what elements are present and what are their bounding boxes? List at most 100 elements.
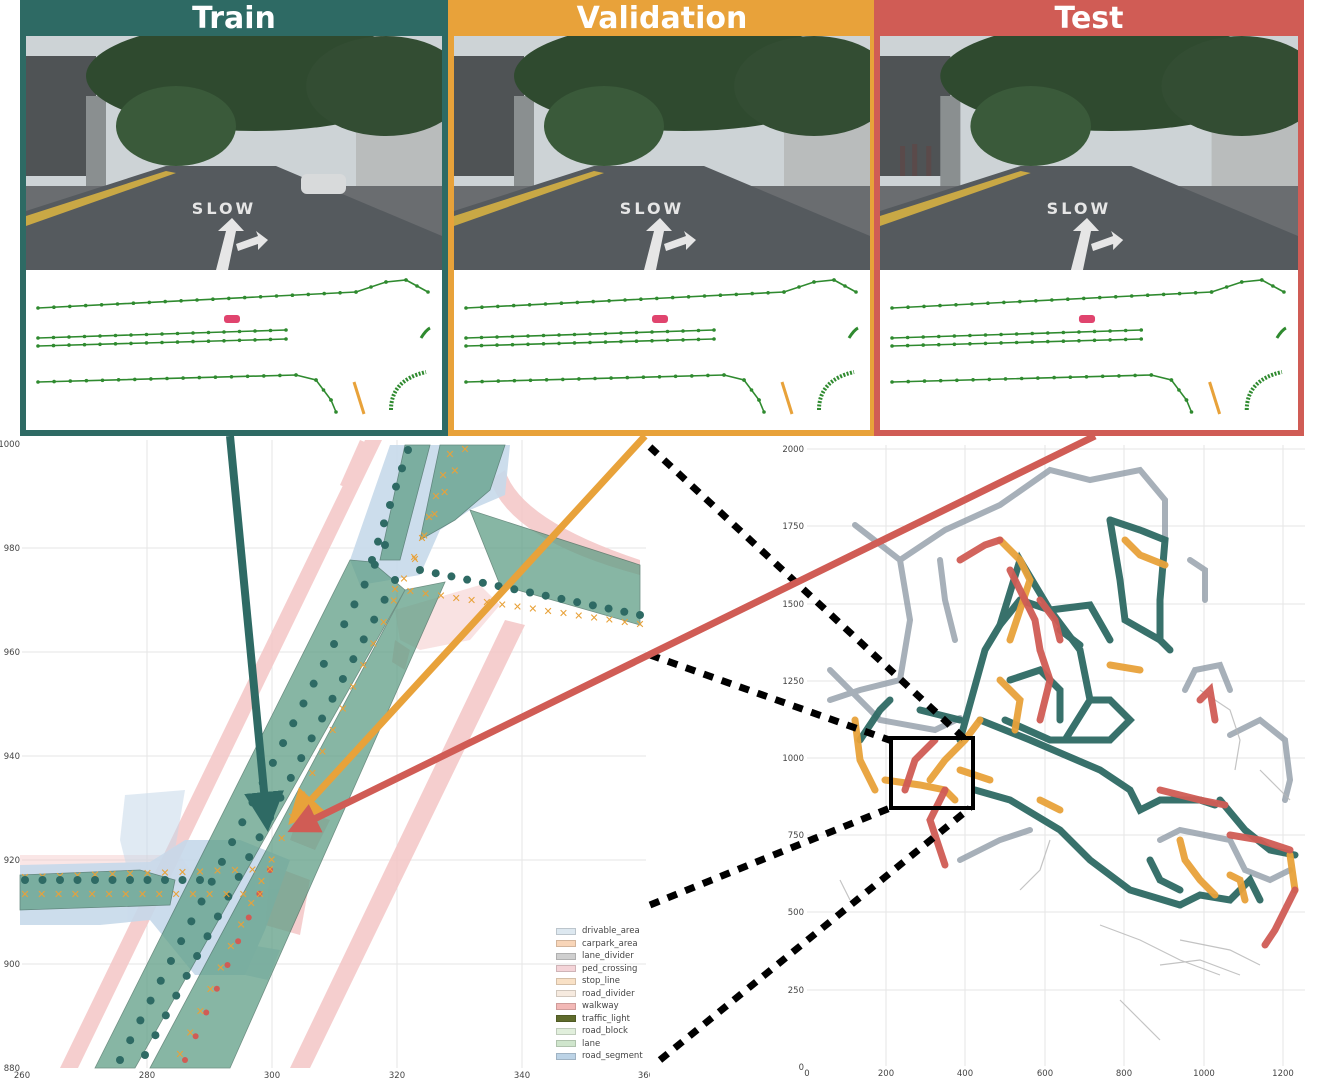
train-point — [416, 566, 424, 574]
train-point — [330, 640, 339, 649]
x-tick-label: 320 — [389, 1071, 405, 1078]
legend-swatch — [556, 1027, 576, 1035]
legend-item: road_divider — [556, 988, 646, 1001]
train-point — [328, 694, 337, 703]
val-point: ✕ — [460, 443, 469, 456]
train-point — [228, 838, 237, 847]
y-tick-label: 750 — [788, 831, 804, 841]
train-point — [279, 739, 288, 748]
train-point — [217, 857, 226, 866]
train-point — [126, 1036, 135, 1045]
legend-label: road_segment — [582, 1051, 643, 1062]
train-point — [141, 1051, 149, 1059]
train-point — [172, 991, 181, 1000]
val-point: ✕ — [328, 724, 337, 737]
val-point: ✕ — [298, 789, 307, 802]
val-point: ✕ — [226, 940, 235, 953]
val-point: ✕ — [498, 598, 507, 611]
y-tick-label: 960 — [4, 648, 20, 658]
val-point: ✕ — [188, 888, 197, 901]
svg-text:SLOW: SLOW — [192, 199, 256, 218]
val-point: ✕ — [436, 590, 445, 603]
val-point: ✕ — [88, 888, 97, 901]
val-point: ✕ — [121, 888, 130, 901]
val-point: ✕ — [247, 897, 256, 910]
val-point: ✕ — [406, 585, 415, 598]
legend-label: walkway — [582, 1001, 619, 1012]
train-point — [116, 1056, 124, 1064]
legend-label: road_divider — [582, 988, 635, 999]
train-point — [266, 813, 274, 822]
val-point: ✕ — [186, 1026, 195, 1039]
train-point — [386, 501, 394, 509]
val-point: ✕ — [205, 888, 214, 901]
train-point — [447, 572, 456, 581]
y-tick-label: 0 — [799, 1063, 804, 1073]
legend-swatch — [556, 927, 576, 935]
val-point: ✕ — [424, 511, 433, 524]
legend-swatch — [556, 952, 576, 960]
train-point — [380, 595, 389, 604]
val-point: ✕ — [574, 609, 583, 622]
val-point: ✕ — [171, 888, 180, 901]
panel-title: Train — [192, 1, 276, 36]
val-point: ✕ — [440, 486, 449, 499]
local-map: ✕✕✕✕✕✕✕✕✕✕✕✕✕✕✕✕✕✕✕✕✕✕✕✕✕✕✕✕✕✕✕✕✕✕✕✕✕✕✕✕… — [0, 440, 650, 1078]
train-point — [318, 714, 327, 723]
test-point — [213, 985, 220, 992]
train-point — [276, 793, 285, 802]
train-point — [143, 876, 152, 884]
validation-panel: Validation SLOW — [448, 0, 876, 436]
train-point — [126, 876, 134, 884]
train-panel: Train SLOW — [20, 0, 448, 436]
legend-label: lane — [582, 1038, 601, 1049]
train-point — [166, 956, 175, 965]
train-point — [359, 635, 368, 644]
val-point: ✕ — [410, 553, 419, 566]
train-point — [21, 876, 29, 884]
val-point: ✕ — [417, 532, 426, 545]
train-point — [151, 1031, 160, 1040]
legend-swatch — [556, 1052, 576, 1060]
train-point — [213, 912, 222, 921]
legend-label: road_block — [582, 1026, 628, 1037]
train-point — [38, 876, 47, 884]
train-point — [398, 464, 406, 473]
train-point — [156, 976, 165, 985]
val-point: ✕ — [513, 601, 522, 614]
val-point: ✕ — [359, 659, 368, 672]
svg-text:SLOW: SLOW — [1047, 199, 1112, 218]
train-point — [360, 580, 369, 589]
val-point: ✕ — [467, 594, 476, 607]
val-point: ✕ — [369, 637, 378, 650]
train-point — [588, 601, 597, 610]
val-point: ✕ — [125, 868, 134, 881]
svg-text:SLOW: SLOW — [620, 199, 684, 218]
val-point: ✕ — [37, 888, 46, 901]
train-point — [196, 876, 204, 884]
train-point — [268, 758, 277, 767]
train-point — [307, 734, 316, 743]
val-point: ✕ — [213, 865, 222, 878]
train-point — [224, 892, 233, 901]
val-point: ✕ — [438, 469, 447, 482]
val-point: ✕ — [90, 869, 99, 882]
bev-map — [454, 270, 870, 430]
val-point: ✕ — [528, 603, 537, 616]
train-point — [338, 674, 347, 683]
x-tick-label: 1000 — [1193, 1069, 1215, 1078]
train-point — [56, 876, 64, 884]
train-point — [193, 952, 202, 961]
train-point — [319, 659, 328, 668]
train-point — [350, 600, 359, 609]
y-tick-label: 1250 — [782, 677, 804, 687]
y-tick-label: 900 — [4, 960, 20, 970]
y-tick-label: 2000 — [782, 445, 804, 455]
val-point: ✕ — [239, 888, 248, 901]
train-point — [494, 582, 503, 591]
val-point: ✕ — [445, 448, 454, 461]
legend-label: traffic_light — [582, 1013, 631, 1024]
train-point — [349, 655, 358, 664]
val-point: ✕ — [421, 587, 430, 600]
